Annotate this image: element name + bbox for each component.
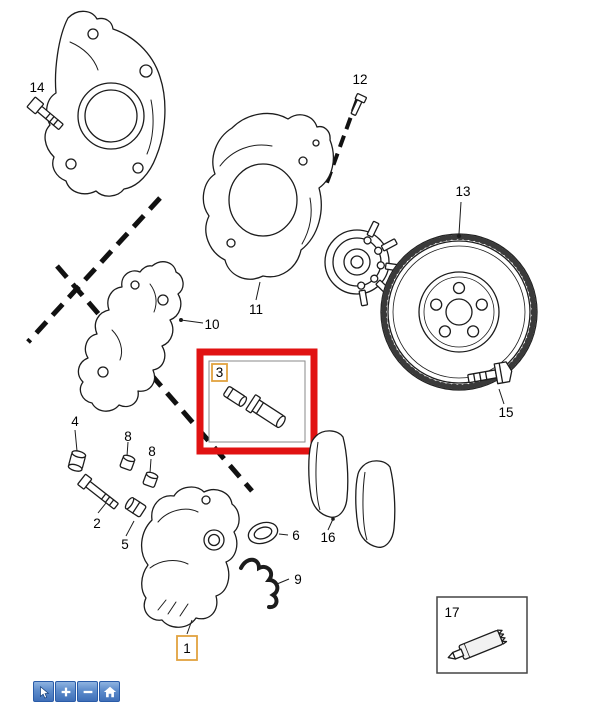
callout-15[interactable]: 15: [498, 405, 513, 420]
pointer-arrow-icon: [39, 685, 49, 699]
seal-ring-6-drawing: [247, 521, 279, 545]
leader-dot-10: [179, 318, 183, 322]
brake-pad-outer-detail: [362, 471, 368, 541]
splash-shield-drawing: [202, 112, 334, 280]
callout-10[interactable]: 10: [204, 317, 219, 332]
callout-8a[interactable]: 8: [124, 429, 132, 444]
part-17-hotspot[interactable]: [436, 596, 528, 674]
callout-9[interactable]: 9: [294, 572, 302, 587]
steering-knuckle-drawing: [44, 10, 166, 197]
part-3-label-box[interactable]: [211, 363, 228, 382]
grease-tube-drawing: [447, 629, 508, 660]
callout-6[interactable]: 6: [292, 528, 300, 543]
cap-4-drawing: [67, 450, 87, 472]
part-1-label-box[interactable]: [176, 635, 198, 661]
bushing-8b-drawing: [142, 471, 159, 488]
bushing-5-drawing: [124, 496, 147, 518]
brake-caliper-drawing: [141, 486, 240, 628]
guide-pin-small-drawing: [223, 386, 248, 407]
home-icon: [103, 686, 116, 697]
leader-line-8b: [149, 458, 152, 474]
leader-line-11: [255, 281, 261, 301]
leader-line-5: [125, 520, 135, 537]
brake-disc-drawing: [380, 233, 538, 391]
home-button[interactable]: [99, 681, 120, 702]
bolt-15-drawing: [467, 361, 513, 385]
leader-line-15: [498, 388, 505, 405]
brake-pad-inner-drawing: [308, 430, 349, 518]
leader-dot-13: [456, 233, 462, 239]
leader-line-8a: [126, 441, 129, 457]
zoom-out-button[interactable]: [77, 681, 98, 702]
assembly-dashed-line-1: [26, 196, 162, 344]
zoom-in-button[interactable]: [55, 681, 76, 702]
plus-icon: [61, 687, 70, 696]
callout-3[interactable]: 3: [216, 365, 224, 380]
callout-5[interactable]: 5: [121, 537, 129, 552]
leader-line-2: [97, 502, 107, 514]
callout-16[interactable]: 16: [320, 530, 335, 545]
callout-13[interactable]: 13: [455, 184, 470, 199]
callout-14[interactable]: 14: [29, 80, 45, 95]
leader-line-16: [327, 518, 334, 531]
caliper-bracket-drawing: [77, 261, 184, 412]
wheel-hub-drawing: [324, 220, 402, 307]
leader-line-13: [458, 201, 462, 235]
callout-17[interactable]: 17: [444, 605, 459, 620]
minus-icon: [83, 690, 92, 693]
guide-pin-bolt-2-drawing: [77, 473, 119, 510]
leader-dot-16: [331, 517, 335, 521]
callout-4[interactable]: 4: [71, 414, 79, 429]
red-highlight-box: [196, 348, 318, 455]
part-3-highlight-group: 3: [196, 348, 318, 455]
bushing-8a-drawing: [119, 454, 136, 471]
leader-line-6: [278, 533, 289, 536]
viewer-toolbar: [33, 681, 120, 702]
guide-pin-large-drawing: [245, 394, 286, 429]
leader-line-4: [74, 429, 78, 452]
leader-line-1: [186, 619, 193, 635]
callout-12[interactable]: 12: [352, 72, 367, 87]
leader-line-10: [180, 319, 204, 324]
callout-11[interactable]: 11: [249, 302, 263, 317]
callout-8b[interactable]: 8: [148, 444, 156, 459]
leader-line-9: [276, 578, 290, 585]
spring-clip-9-drawing: [239, 557, 280, 610]
callout-2[interactable]: 2: [93, 516, 101, 531]
bolt-12-drawing: [350, 93, 367, 116]
brake-pad-outer-drawing: [355, 460, 396, 548]
callout-1[interactable]: 1: [183, 641, 191, 656]
pointer-tool-button[interactable]: [33, 681, 54, 702]
bolt-14-drawing: [26, 96, 64, 130]
brake-pad-inner-detail: [315, 441, 321, 511]
